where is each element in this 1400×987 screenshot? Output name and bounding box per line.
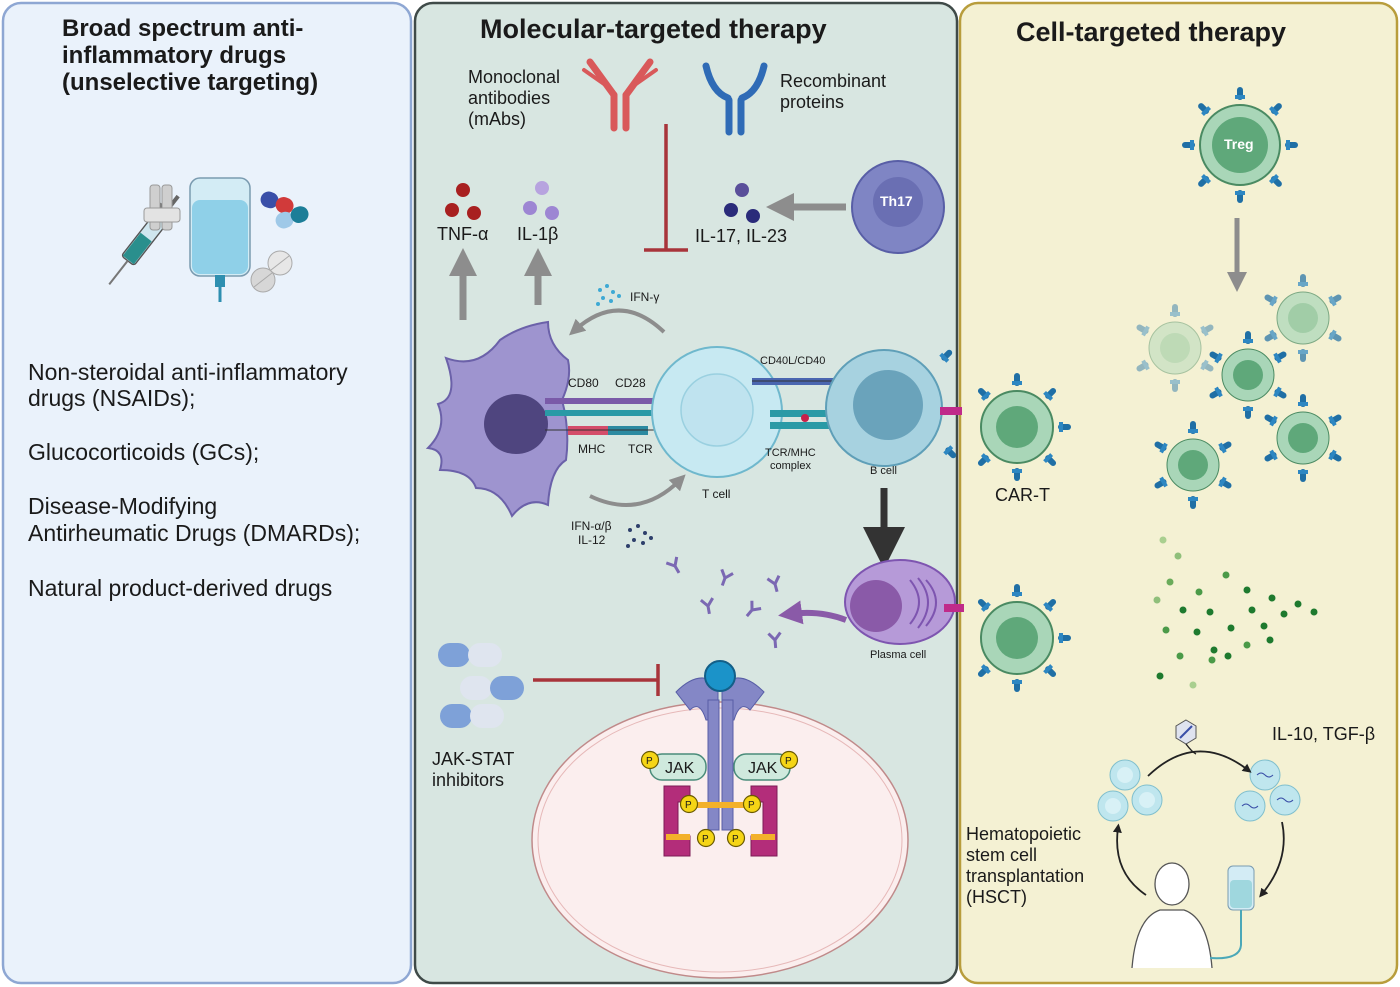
th17-label: Th17 <box>880 193 913 209</box>
tcell-bcell-synapse <box>752 378 842 429</box>
il10-tgfb-label: IL-10, TGF-β <box>1272 724 1375 744</box>
capsule-icons <box>260 191 309 229</box>
stem-cells-left <box>1097 759 1163 822</box>
il1b-molecules <box>523 181 559 220</box>
plasma-antibody-arrow <box>778 600 848 625</box>
ifng-dots <box>596 284 621 306</box>
dendritic-nucleus <box>484 394 548 454</box>
hsct-label: Hematopoietic stem cell transplantation … <box>966 824 1089 907</box>
plasma-nucleus <box>850 580 902 632</box>
svg-text:P: P <box>732 834 739 845</box>
molecular-title: Molecular-targeted therapy <box>480 14 827 44</box>
car-t-cell-top <box>940 373 1071 481</box>
il17-molecules <box>724 183 760 223</box>
b-cell-label: B cell <box>870 465 897 477</box>
monoclonal-antibody-icon <box>582 58 658 132</box>
ifnab-dots <box>626 524 653 548</box>
ifng-arrow <box>569 308 666 336</box>
cd28-label: CD28 <box>615 376 646 390</box>
jak-left: JAK P <box>640 750 707 781</box>
drug-list: Non-steroidal anti-inflammatory drugs (N… <box>28 359 360 601</box>
cd80-label: CD80 <box>568 376 599 390</box>
panel-broad <box>1 1 413 985</box>
phospho-marks: P P P P <box>679 794 762 848</box>
svg-text:P: P <box>685 800 692 811</box>
tcr-label: TCR <box>628 442 653 456</box>
car-t-cell-bottom <box>944 584 1071 692</box>
drug-item-gcs: Glucocorticoids (GCs); <box>28 439 259 465</box>
dc-tcell-synapse <box>545 398 665 435</box>
connector-icon <box>143 184 181 231</box>
panel-cell <box>958 1 1399 985</box>
secreted-cytokine-dots <box>1153 536 1318 689</box>
svg-text:P: P <box>748 800 755 811</box>
stat-right <box>750 785 778 857</box>
treg-label: Treg <box>1224 136 1254 152</box>
ifng-label: IFN-γ <box>630 290 659 304</box>
ifnab-arrow <box>589 474 686 507</box>
th17-nucleus <box>873 177 923 227</box>
stem-cells-right <box>1234 759 1301 822</box>
svg-text:P: P <box>785 756 792 767</box>
b-cell-nucleus <box>853 370 923 440</box>
drug-item-natural: Natural product-derived drugs <box>28 575 332 601</box>
tnf-alpha-label: TNF-α <box>437 224 488 244</box>
cd40-label: CD40L/CD40 <box>760 355 825 367</box>
drug-inhibition-line <box>644 124 688 252</box>
target-cell <box>531 701 909 979</box>
svg-text:JAK: JAK <box>748 760 778 777</box>
car-t-label: CAR-T <box>995 485 1050 505</box>
drug-icons-illustration <box>108 177 309 302</box>
svg-text:P: P <box>702 834 709 845</box>
cell-title: Cell-targeted therapy <box>1016 17 1286 47</box>
jakstat-capsules-icon <box>438 643 524 728</box>
recombinant-protein-icon <box>702 62 768 136</box>
t-cell-label: T cell <box>702 487 730 501</box>
drug-item-dmards: Disease-Modifying Antirheumatic Drugs (D… <box>28 493 360 546</box>
infusion-bag-icon <box>1209 865 1255 960</box>
hsct-top-arrow <box>1147 750 1252 777</box>
stat-dimer-bar <box>690 802 752 808</box>
il1b-label: IL-1β <box>517 224 558 244</box>
drug-item-nsaids: Non-steroidal anti-inflammatory drugs (N… <box>28 359 354 411</box>
jak-right: JAK P <box>733 750 799 781</box>
broad-title: Broad spectrum anti- inflammatory drugs … <box>62 15 318 96</box>
jakstat-inhibition-line <box>533 664 660 696</box>
tnf-alpha-molecules <box>445 183 481 220</box>
iv-bag-icon <box>189 177 251 302</box>
mhc-label: MHC <box>578 442 606 456</box>
cytokine-receptor <box>675 660 765 831</box>
tablet-icons <box>250 250 293 293</box>
stat-left <box>663 785 691 857</box>
ifnab-label: IFN-α/β IL-12 <box>571 519 615 547</box>
jakstat-label: JAK-STAT inhibitors <box>432 749 519 790</box>
hsct-right-arrow <box>1259 821 1285 898</box>
il17-label: IL-17, IL-23 <box>695 226 787 246</box>
treg-cell <box>1182 87 1298 203</box>
svg-text:JAK: JAK <box>665 760 695 777</box>
hsct-left-arrow <box>1112 823 1147 896</box>
svg-text:P: P <box>646 756 653 767</box>
mabs-label: Monoclonal antibodies (mAbs) <box>468 67 565 129</box>
target-cell-membrane <box>537 707 903 973</box>
t-cell-nucleus <box>680 373 754 447</box>
patient-icon <box>1131 862 1213 969</box>
recombinant-label: Recombinant proteins <box>780 71 891 112</box>
plasma-cell-label: Plasma cell <box>870 649 926 661</box>
vector-link <box>1185 743 1197 755</box>
expanded-treg-cells <box>1134 274 1344 509</box>
plasma-er <box>909 577 937 629</box>
tcrmhc-label: TCR/MHC complex <box>765 447 819 472</box>
